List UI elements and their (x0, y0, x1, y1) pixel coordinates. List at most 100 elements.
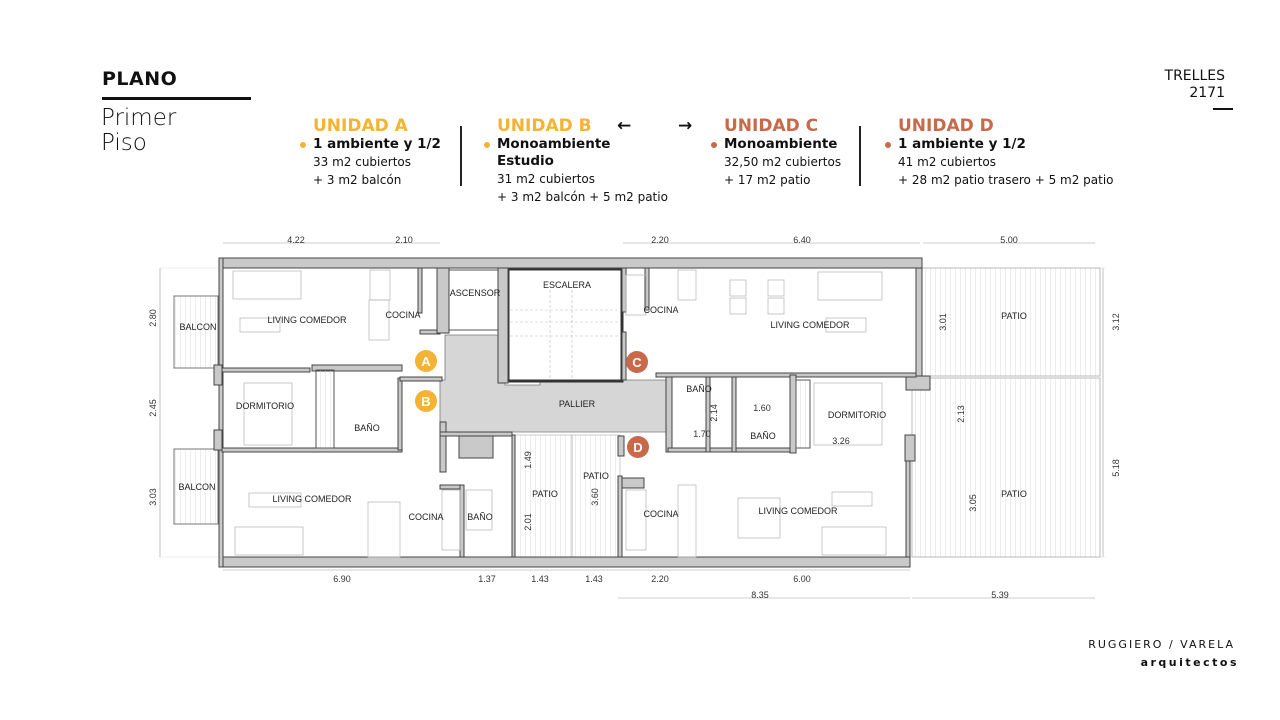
room-labels: BALCON LIVING COMEDOR COCINA ASCENSOR ES… (178, 280, 1026, 522)
room-label: BAÑO (750, 431, 776, 441)
unit-detail: 41 m2 cubiertos (898, 155, 996, 169)
dimension-label: 3.01 (938, 313, 948, 331)
room-label: LIVING COMEDOR (770, 320, 850, 330)
room-label: LIVING COMEDOR (267, 315, 347, 325)
marker-label: C (632, 355, 642, 370)
room-label: COCINA (643, 509, 678, 519)
dimension-label: 8.35 (751, 590, 769, 600)
unit-type: 1 ambiente y 1/2 (300, 136, 441, 152)
dimension-label: 2.20 (651, 574, 669, 584)
dimension-label: 1.49 (523, 451, 533, 469)
dimension-label: 5.00 (1000, 235, 1018, 245)
dimension-label: 3.60 (590, 488, 600, 506)
unit-detail: 32,50 m2 cubiertos (724, 155, 842, 169)
dimension-label: 3.26 (832, 436, 850, 446)
room-label: PALLIER (559, 399, 596, 409)
dimension-label: 4.22 (287, 235, 305, 245)
room-label: BAÑO (686, 384, 712, 394)
dimension-label: 3.03 (148, 488, 158, 506)
dimension-label: 6.40 (793, 235, 811, 245)
dimension-label: 2.10 (395, 235, 413, 245)
unit-separator (859, 126, 861, 186)
room-label: BALCON (179, 322, 216, 332)
furniture (232, 269, 887, 558)
room-label: PATIO (1001, 489, 1027, 499)
firm-name: RUGGIERO / VARELA (1088, 638, 1235, 651)
wardrobe (795, 379, 811, 449)
stair-well (506, 267, 624, 383)
room-label: ASCENSOR (450, 288, 501, 298)
project-divider (1213, 108, 1233, 110)
unit-detail: + 3 m2 balcón + 5 m2 patio (497, 190, 668, 204)
room-label: BAÑO (467, 512, 493, 522)
room-label: PATIO (532, 489, 558, 499)
unit-a-info: UNIDAD A 1 ambiente y 1/2 33 m2 cubierto… (300, 116, 441, 189)
unit-name: UNIDAD C (724, 116, 819, 136)
dimension-label: 2.14 (709, 404, 719, 422)
balcony-a (173, 295, 219, 369)
dimension-label: 1.43 (531, 574, 549, 584)
patio-c-area (921, 267, 1101, 377)
dimension-label: 2.20 (651, 235, 669, 245)
dimension-label: 1.60 (753, 403, 771, 413)
room-label: DORMITORIO (236, 401, 294, 411)
unit-type: 1 ambiente y 1/2 (885, 136, 1114, 153)
project-number: 2171 (1189, 85, 1225, 101)
subtitle-line: Piso (101, 130, 147, 156)
balcony-b (173, 448, 219, 525)
bottom-dimensions: 6.90 1.37 1.43 1.43 2.20 6.00 8.35 5.39 (333, 574, 1009, 600)
unit-name: UNIDAD A (313, 116, 408, 136)
dimension-label: 3.05 (968, 494, 978, 512)
unit-b-info: UNIDAD B Monoambiente Estudio 31 m2 cubi… (484, 116, 668, 206)
subtitle-line: Primer (101, 105, 177, 131)
arrow-right-icon: → (678, 116, 693, 136)
unit-c-marker: C (626, 351, 648, 373)
unit-name: UNIDAD D (898, 116, 994, 136)
unit-a-marker: A (415, 350, 437, 372)
marker-label: B (421, 394, 430, 409)
floor-subtitle: Primer Piso (101, 106, 176, 156)
top-dimensions: 4.22 2.10 2.20 6.40 5.00 (287, 235, 1018, 245)
dimension-label: 6.00 (793, 574, 811, 584)
room-label: LIVING COMEDOR (758, 506, 838, 516)
unit-d-marker: D (627, 436, 649, 458)
unit-c-info: UNIDAD C Monoambiente 32,50 m2 cubiertos… (710, 116, 842, 189)
room-label: COCINA (408, 512, 443, 522)
elevator-shaft (448, 269, 499, 331)
dimension-label: 3.12 (1111, 313, 1121, 331)
dimension-label: 1.37 (478, 574, 496, 584)
dimension-label: 1.43 (585, 574, 603, 584)
dimension-label: 5.39 (991, 590, 1009, 600)
unit-type: Monoambiente (484, 136, 668, 153)
dimension-label: 2.80 (148, 309, 158, 327)
unit-b-marker: B (415, 390, 437, 412)
marker-label: A (421, 354, 431, 369)
patio-mid-area (571, 434, 621, 558)
unit-type: Monoambiente (710, 136, 841, 153)
firm-subtitle: arquitectos (1140, 656, 1239, 669)
unit-detail: 31 m2 cubiertos (497, 172, 595, 186)
arrow-left-icon: ← (617, 116, 632, 136)
patio-b-area (514, 434, 573, 558)
firm-credit: RUGGIERO / VARELA arquitectos (1088, 636, 1236, 672)
unit-name: UNIDAD B (497, 116, 592, 136)
room-label: COCINA (385, 310, 420, 320)
patio-d-area (911, 377, 1101, 558)
project-street: TRELLES (1164, 68, 1225, 84)
page-title: PLANO (102, 68, 178, 90)
project-address: TRELLES 2171 (1165, 68, 1225, 102)
room-label: LIVING COMEDOR (272, 494, 352, 504)
room-label: BAÑO (354, 423, 380, 433)
dimension-label: 2.45 (148, 399, 158, 417)
room-label: PATIO (1001, 311, 1027, 321)
wardrobe (315, 369, 335, 449)
room-label: COCINA (643, 305, 678, 315)
room-label: BALCON (178, 482, 215, 492)
room-label: ESCALERA (543, 280, 591, 290)
unit-type-2: Estudio (497, 153, 554, 169)
dimension-label: 2.13 (956, 405, 966, 423)
dimension-label: 2.01 (523, 513, 533, 531)
room-label: PATIO (583, 471, 609, 481)
unit-detail: + 28 m2 patio trasero + 5 m2 patio (898, 173, 1114, 187)
